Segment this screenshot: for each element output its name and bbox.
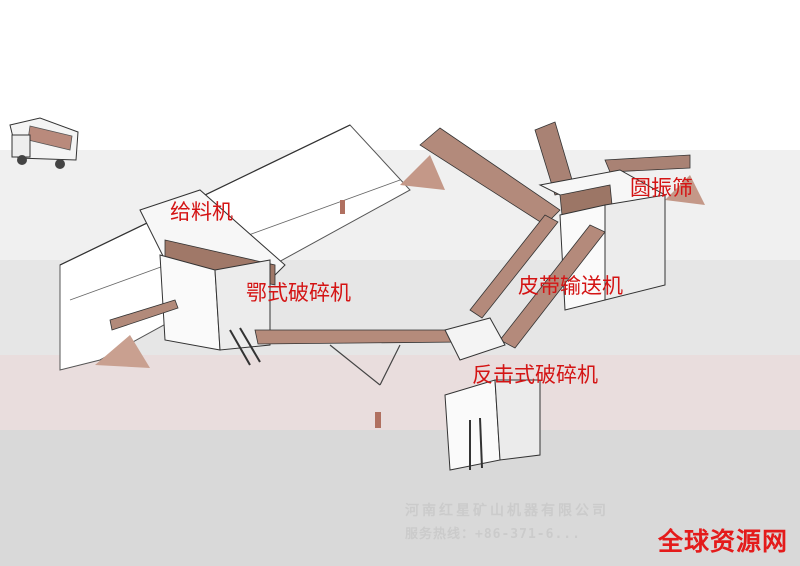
- belt-conveyor-diagonal-2: [499, 224, 606, 349]
- stockpile-top: [400, 155, 445, 190]
- ground-band-3: [0, 355, 800, 430]
- dump-truck: [9, 117, 79, 169]
- conveyor-left-small: [109, 299, 179, 331]
- label-impact-crusher: 反击式破碎机: [472, 363, 598, 387]
- ground-band-4: [0, 430, 800, 566]
- watermark-hotline: 服务热线：+86-371-6...: [405, 527, 581, 542]
- jaw-crusher-structure: [139, 189, 286, 366]
- watermark-company: 河南红星矿山机器有限公司: [405, 503, 609, 519]
- stockpile-right: [665, 175, 705, 205]
- belt-conveyor-diagonal-1: [469, 214, 559, 319]
- label-vibrating-screen: 圆振筛: [630, 176, 693, 200]
- conveyor-support-1: [329, 344, 381, 386]
- label-jaw-crusher: 鄂式破碎机: [246, 281, 351, 305]
- conveyor-support-2: [379, 344, 401, 386]
- stockpile-left: [95, 335, 150, 368]
- sky-band: [0, 0, 800, 150]
- worker-figure-top: [340, 200, 345, 214]
- label-belt-conveyor: 皮带输送机: [518, 274, 623, 298]
- worker-figure: [375, 412, 381, 428]
- impact-crusher-structure: [444, 317, 541, 471]
- conveyor-top-left: [419, 127, 561, 226]
- conveyor-top-right: [604, 154, 691, 173]
- label-feeder: 给料机: [170, 200, 233, 224]
- conveyor-to-impact: [254, 329, 463, 345]
- brand-logo-text: 全球资源网: [657, 527, 788, 556]
